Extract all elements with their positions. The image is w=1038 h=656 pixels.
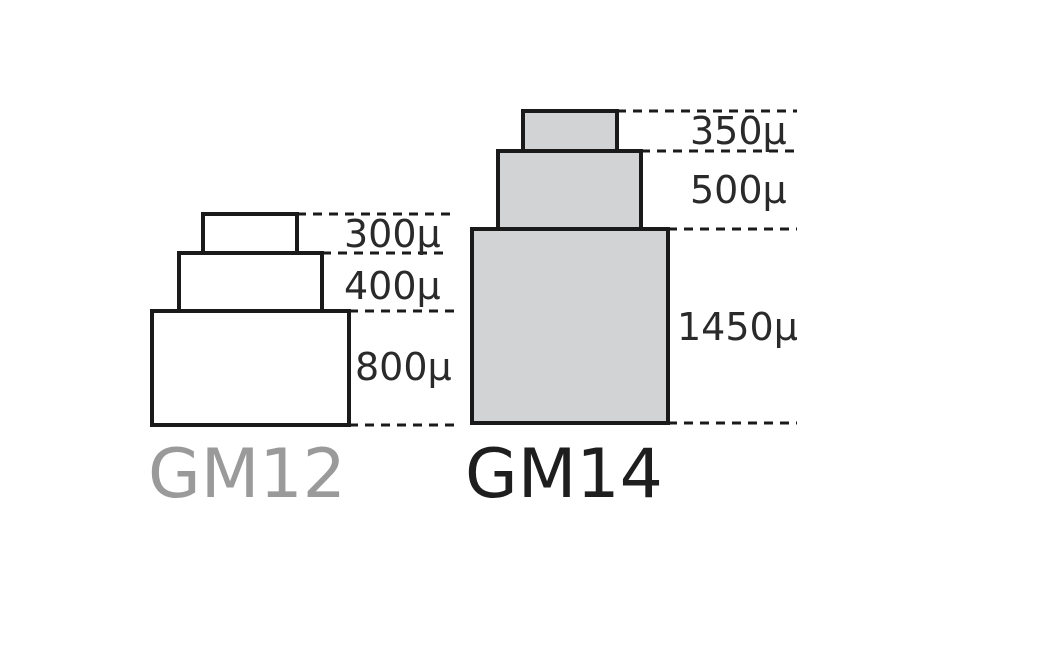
- gm12-tier-bottom: [150, 309, 351, 427]
- gm14-tier-bottom-label: 1450µ: [677, 305, 798, 349]
- gm12-tier-bottom-label: 800µ: [355, 345, 452, 389]
- gm12-tier-middle: [177, 251, 324, 313]
- gm12-tier-top: [201, 212, 299, 255]
- gm14-tier-top-label: 350µ: [690, 109, 787, 153]
- gm14-tier-middle: [496, 149, 643, 231]
- gm12-tier-top-label: 300µ: [344, 212, 441, 256]
- gm12-tier-middle-label: 400µ: [344, 264, 441, 308]
- gm14-tier-bottom: [470, 227, 670, 425]
- gm12-block: 300µ 400µ 800µ GM12: [148, 212, 456, 514]
- gm14-tier-top: [521, 109, 619, 153]
- gm14-tier-middle-label: 500µ: [690, 168, 787, 212]
- gm14-block: 350µ 500µ 1450µ GM14: [465, 109, 798, 514]
- gm12-model-label: GM12: [148, 435, 346, 514]
- gm14-model-label: GM14: [465, 435, 663, 514]
